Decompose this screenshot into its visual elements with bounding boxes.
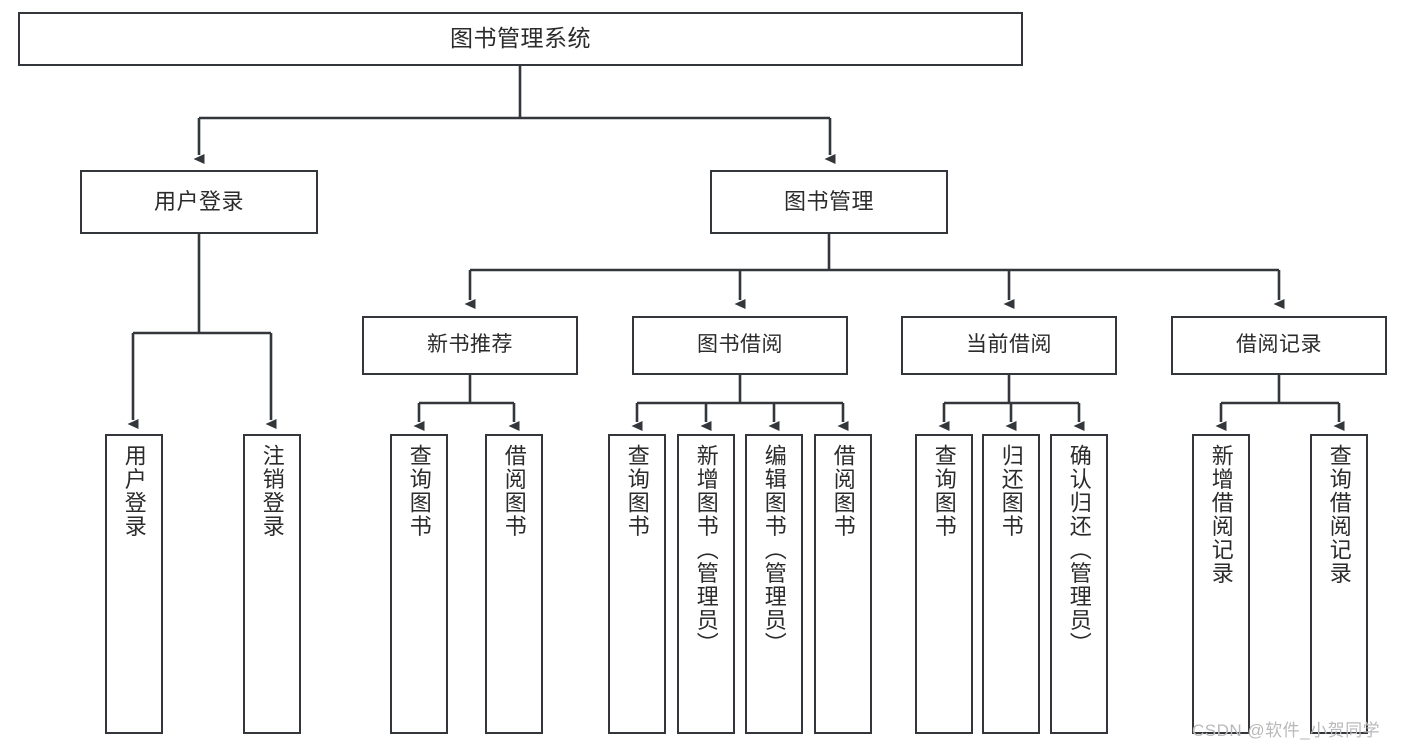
leaf-query-book-current[interactable]: 查询图书 bbox=[915, 434, 973, 734]
node-label: 新增图书（管理员） bbox=[693, 444, 719, 656]
node-label: 查询图书 bbox=[931, 444, 957, 538]
leaf-borrow-book-borrow[interactable]: 借阅图书 bbox=[814, 434, 872, 734]
node-label: 查询借阅记录 bbox=[1326, 444, 1352, 585]
node-book-management[interactable]: 图书管理 bbox=[710, 170, 948, 234]
node-label: 图书管理 bbox=[783, 188, 874, 214]
node-label: 借阅图书 bbox=[501, 444, 527, 538]
csdn-watermark: CSDN @软件_小贺同学 bbox=[1192, 721, 1381, 740]
node-current-borrow[interactable]: 当前借阅 bbox=[901, 316, 1117, 375]
leaf-borrow-book-new-recommend[interactable]: 借阅图书 bbox=[485, 434, 543, 734]
node-label: 当前借阅 bbox=[966, 333, 1052, 357]
node-label: 查询图书 bbox=[406, 444, 432, 538]
node-root-book-management-system[interactable]: 图书管理系统 bbox=[18, 12, 1023, 66]
node-label: 查询图书 bbox=[624, 444, 650, 538]
leaf-logout-login[interactable]: 注销登录 bbox=[243, 434, 301, 734]
leaf-user-login[interactable]: 用户登录 bbox=[105, 434, 163, 734]
node-user-login[interactable]: 用户登录 bbox=[80, 170, 318, 234]
node-new-book-recommend[interactable]: 新书推荐 bbox=[362, 316, 578, 375]
leaf-add-borrow-record[interactable]: 新增借阅记录 bbox=[1192, 434, 1250, 734]
leaf-query-book-borrow[interactable]: 查询图书 bbox=[608, 434, 666, 734]
node-label: 图书管理系统 bbox=[450, 25, 591, 52]
node-book-borrow[interactable]: 图书借阅 bbox=[632, 316, 848, 375]
node-borrow-record[interactable]: 借阅记录 bbox=[1171, 316, 1387, 375]
node-label: 归还图书 bbox=[998, 444, 1024, 538]
node-label: 新书推荐 bbox=[427, 333, 513, 357]
node-label: 图书借阅 bbox=[697, 333, 783, 357]
leaf-query-book-new-recommend[interactable]: 查询图书 bbox=[390, 434, 448, 734]
node-label: 借阅图书 bbox=[830, 444, 856, 538]
node-label: 编辑图书（管理员） bbox=[761, 444, 787, 656]
leaf-return-book[interactable]: 归还图书 bbox=[982, 434, 1040, 734]
leaf-edit-book-admin[interactable]: 编辑图书（管理员） bbox=[745, 434, 803, 734]
leaf-confirm-return-admin[interactable]: 确认归还（管理员） bbox=[1050, 434, 1108, 734]
leaf-query-borrow-record[interactable]: 查询借阅记录 bbox=[1310, 434, 1368, 734]
leaf-add-book-admin[interactable]: 新增图书（管理员） bbox=[677, 434, 735, 734]
node-label: 用户登录 bbox=[153, 188, 244, 214]
node-label: 确认归还（管理员） bbox=[1066, 444, 1092, 656]
node-label: 用户登录 bbox=[121, 444, 147, 538]
node-label: 新增借阅记录 bbox=[1208, 444, 1234, 585]
node-label: 借阅记录 bbox=[1236, 333, 1322, 357]
node-label: 注销登录 bbox=[259, 444, 285, 538]
